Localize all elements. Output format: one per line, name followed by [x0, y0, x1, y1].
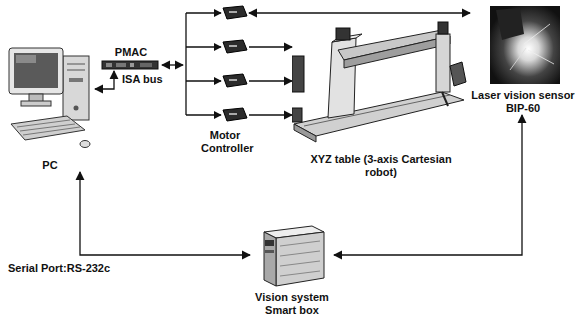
computer-node: PC — [5, 38, 95, 172]
device-label: PMAC — [100, 46, 162, 59]
device-illustration — [5, 38, 95, 156]
device-label: Vision system Smart box — [250, 291, 334, 317]
port-label: Serial Port:RS-232c — [6, 262, 112, 275]
device-illustration — [292, 20, 470, 150]
controller-wire — [249, 114, 292, 115]
signal-connector — [162, 64, 183, 65]
device-illustration — [470, 4, 576, 86]
signal-connector — [249, 12, 470, 13]
signal-connector — [80, 172, 250, 255]
device-label: PC — [5, 159, 95, 172]
device-label: Laser vision sensor BIP-60 — [470, 89, 576, 115]
laser-sensor-node: Laser vision sensor BIP-60 — [470, 4, 576, 115]
bus-label: ISA bus — [120, 73, 165, 86]
motor-controller-node: Motor Controller — [183, 2, 249, 155]
pmac-card-node: PMAC — [100, 46, 162, 71]
controller-wire — [249, 80, 292, 81]
signal-connector — [249, 46, 292, 47]
signal-connector — [334, 115, 522, 255]
device-label: XYZ table (3-axis Cartesian robot) — [292, 153, 470, 179]
signal-connector — [95, 71, 114, 89]
xyz-table-node: XYZ table (3-axis Cartesian robot) — [292, 20, 470, 179]
device-illustration — [183, 2, 249, 126]
device-illustration — [250, 222, 334, 288]
vision-system-node: Vision system Smart box — [250, 222, 334, 317]
device-label: Motor Controller — [183, 129, 249, 155]
device-illustration — [100, 59, 162, 71]
